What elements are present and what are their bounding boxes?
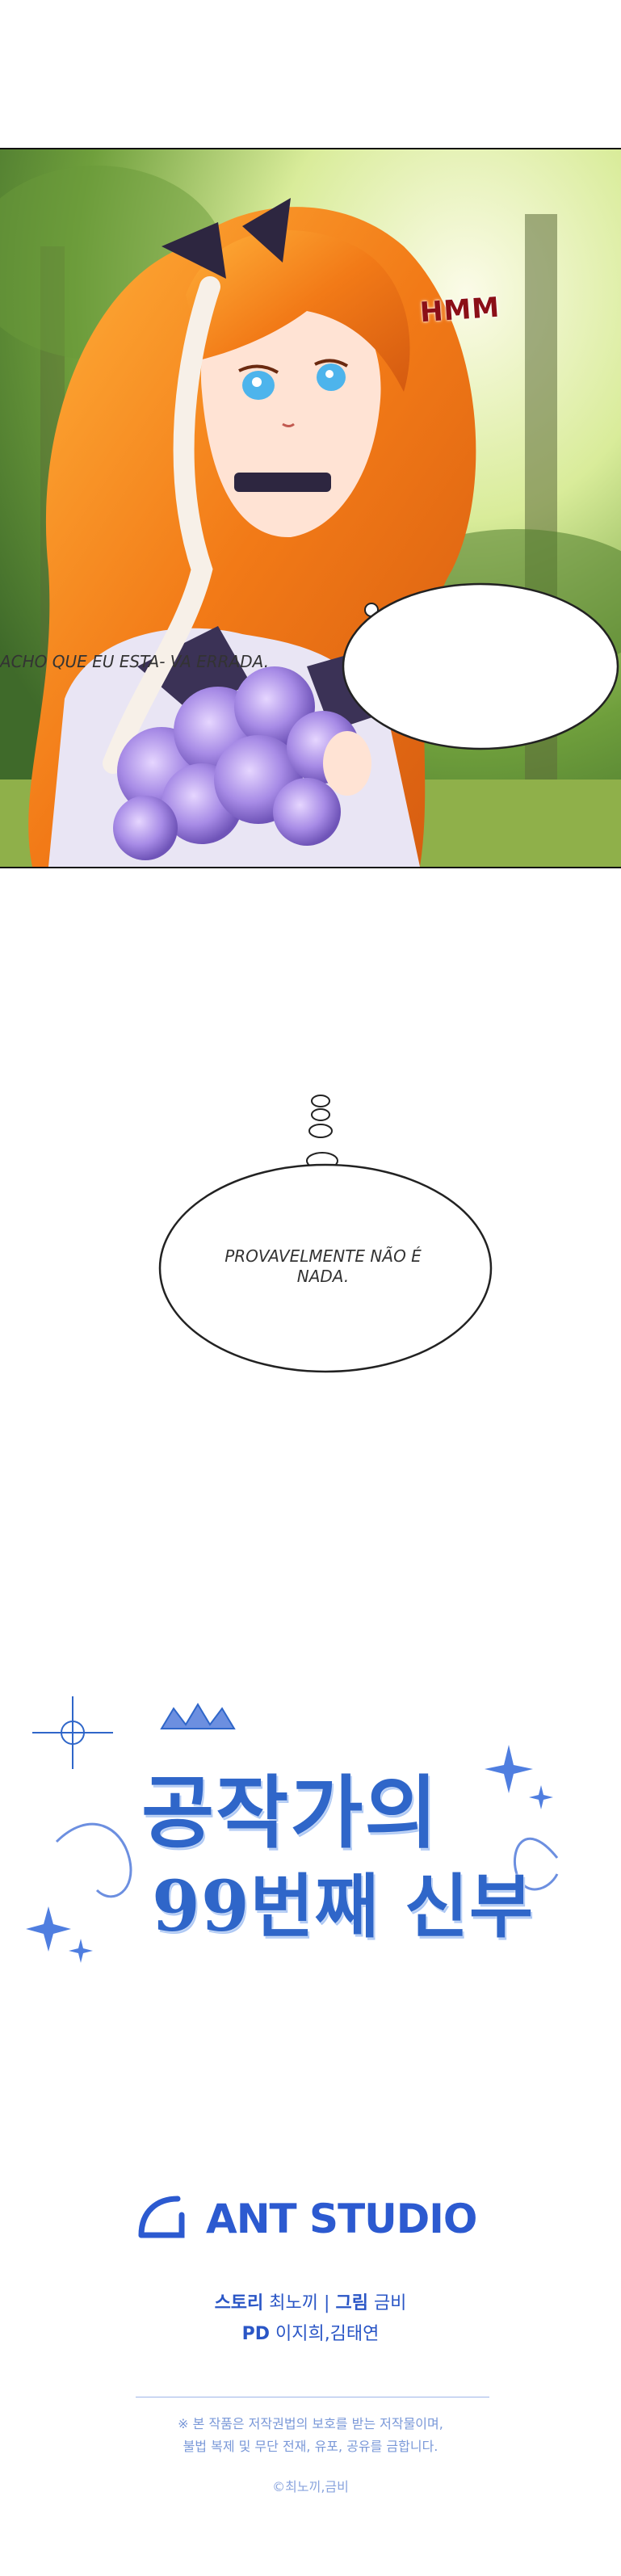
credit-separator: | [324, 2293, 330, 2313]
thought-bubble [158, 1095, 493, 1373]
copyright-notice-line-2: 불법 복제 및 무단 전재, 유포, 공유를 금합니다. [183, 2439, 438, 2454]
studio-name: ANT STUDIO [206, 2196, 477, 2242]
thought-bubble-text: PROVAVELMENTE NÃO É NADA. [224, 1246, 422, 1286]
art-value: 금비 [373, 2293, 407, 2313]
title-line-1: 공작가의 [141, 1767, 439, 1860]
art-label: 그림 [335, 2293, 368, 2313]
story-value: 최노끼 [269, 2293, 319, 2313]
ant-studio-icon [138, 2196, 185, 2238]
story-label: 스토리 [214, 2293, 264, 2313]
title-logo-ornament [26, 1696, 559, 1963]
credit-pd: PD 이지희,김태연 [0, 2319, 621, 2345]
title-line-2: 99번째 신부 [152, 1866, 535, 1948]
pd-label: PD [241, 2324, 270, 2344]
sfx-hmm: HMM [418, 291, 501, 330]
pd-value: 이지희,김태연 [275, 2324, 380, 2344]
copyright-notice-line-1: ※ 본 작품은 저작권법의 보호를 받는 저작물이며, [178, 2416, 443, 2431]
copyright-mark: ©최노끼,금비 [272, 2479, 349, 2494]
studio-logo: ANT STUDIO [133, 2187, 497, 2242]
panel-illustration [0, 149, 621, 867]
comic-panel: HMM ACHO QUE EU ESTA- VA ERRADA. [0, 148, 621, 868]
speech-bubble-text: ACHO QUE EU ESTA- VA ERRADA. [0, 652, 270, 671]
credit-story-art: 스토리 최노끼 | 그림 금비 [0, 2288, 621, 2314]
